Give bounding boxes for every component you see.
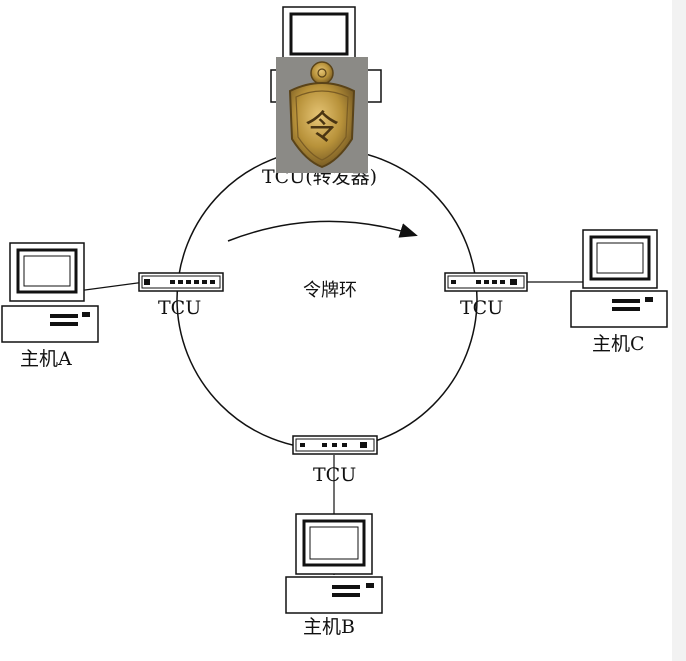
tcu-label-bottom: TCU	[313, 464, 357, 486]
token-badge-icon: 令	[276, 57, 368, 173]
tcu-label-left: TCU	[158, 297, 202, 319]
tcu-right-device	[444, 272, 528, 292]
host-a-computer-icon	[1, 242, 99, 343]
tcu-left-device	[138, 272, 224, 292]
tcu-label-right: TCU	[460, 297, 504, 319]
page-edge-shade	[672, 0, 686, 661]
host-b-computer-icon	[285, 513, 383, 614]
tcu-bottom-device	[292, 435, 378, 455]
host-c-label: 主机C	[592, 333, 645, 355]
host-c-computer-icon	[570, 229, 668, 328]
token-glyph: 令	[305, 108, 339, 148]
ring-label: 令牌环	[303, 280, 357, 301]
host-a-label: 主机A	[20, 348, 72, 370]
host-b-label: 主机B	[303, 616, 355, 638]
direction-arrow	[227, 220, 418, 242]
